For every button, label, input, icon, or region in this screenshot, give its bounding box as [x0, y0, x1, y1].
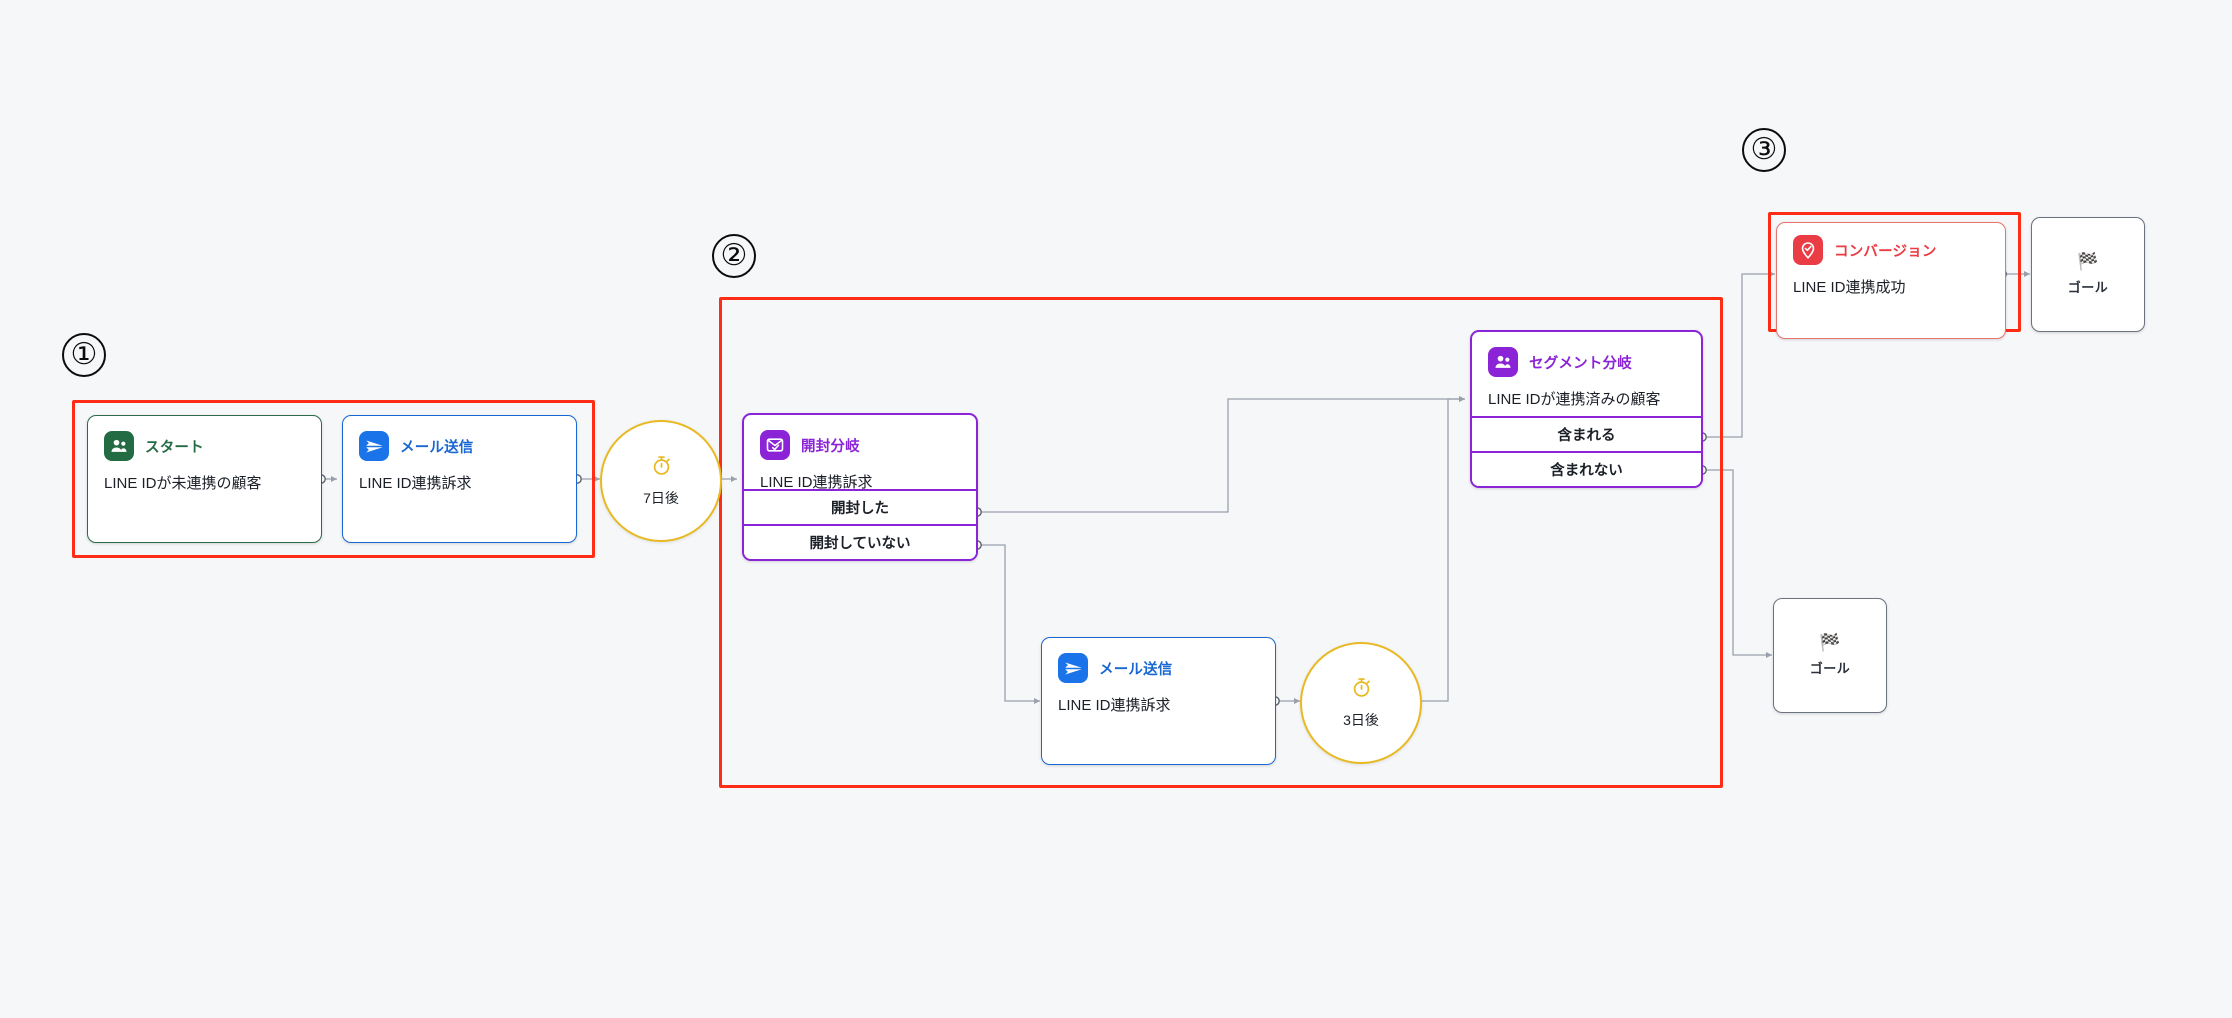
people-icon	[104, 431, 134, 461]
node-open-branch-type: 開封分岐	[801, 438, 860, 455]
node-mail-send-2-header: メール送信	[1042, 638, 1275, 683]
branch-option-not-included[interactable]: 含まれない	[1472, 451, 1701, 486]
branch-option-included[interactable]: 含まれる	[1472, 416, 1701, 451]
checkered-flag-icon: 🏁	[2077, 252, 2099, 271]
node-start-header: スタート	[88, 416, 321, 461]
node-timer-7days[interactable]: 7日後	[600, 420, 722, 542]
node-open-branch-header: 開封分岐	[744, 415, 976, 460]
annotation-number-3: ③	[1742, 128, 1786, 172]
node-segment-branch-type: セグメント分岐	[1529, 355, 1632, 372]
node-mail-send-2-type: メール送信	[1099, 661, 1173, 678]
node-conversion-type: コンバージョン	[1834, 243, 1937, 260]
node-start[interactable]: スタート LINE IDが未連携の顧客	[87, 415, 322, 543]
node-mail-send-1-header: メール送信	[343, 416, 576, 461]
node-start-description: LINE IDが未連携の顧客	[104, 475, 262, 492]
node-mail-send-2[interactable]: メール送信 LINE ID連携訴求	[1041, 637, 1276, 765]
node-conversion-description: LINE ID連携成功	[1793, 279, 1906, 296]
stopwatch-icon	[1350, 676, 1373, 704]
paper-plane-icon	[1058, 653, 1088, 683]
node-start-type: スタート	[145, 439, 204, 456]
location-pin-check-icon	[1793, 235, 1823, 265]
node-open-branch-description: LINE ID連携訴求	[760, 474, 873, 491]
node-timer-3days[interactable]: 3日後	[1300, 642, 1422, 764]
checkered-flag-icon: 🏁	[1819, 633, 1841, 652]
node-segment-branch-header: セグメント分岐	[1472, 332, 1701, 377]
annotation-box-1	[72, 400, 595, 558]
node-segment-branch-outputs: 含まれる 含まれない	[1472, 416, 1701, 486]
node-segment-branch[interactable]: セグメント分岐 LINE IDが連携済みの顧客 含まれる 含まれない	[1470, 330, 1703, 488]
annotation-number-1: ①	[62, 333, 106, 377]
node-conversion-header: コンバージョン	[1777, 223, 2005, 265]
annotation-box-2	[719, 297, 1723, 788]
node-timer-3days-label: 3日後	[1343, 712, 1379, 728]
branch-option-not-opened[interactable]: 開封していない	[744, 524, 976, 559]
people-icon	[1488, 347, 1518, 377]
mail-check-icon	[760, 430, 790, 460]
annotation-number-2: ②	[712, 234, 756, 278]
node-mail-send-1[interactable]: メール送信 LINE ID連携訴求	[342, 415, 577, 543]
node-mail-send-1-description: LINE ID連携訴求	[359, 475, 472, 492]
node-goal-1-label: ゴール	[2067, 280, 2109, 295]
node-open-branch[interactable]: 開封分岐 LINE ID連携訴求 開封した 開封していない	[742, 413, 978, 561]
branch-option-opened[interactable]: 開封した	[744, 489, 976, 524]
node-goal-1[interactable]: 🏁 ゴール	[2031, 217, 2145, 332]
paper-plane-icon	[359, 431, 389, 461]
node-mail-send-1-type: メール送信	[400, 439, 474, 456]
node-timer-7days-label: 7日後	[643, 490, 679, 506]
node-goal-2[interactable]: 🏁 ゴール	[1773, 598, 1887, 713]
node-conversion[interactable]: コンバージョン LINE ID連携成功	[1776, 222, 2006, 339]
node-open-branch-outputs: 開封した 開封していない	[744, 489, 976, 559]
node-segment-branch-description: LINE IDが連携済みの顧客	[1488, 391, 1661, 408]
node-mail-send-2-description: LINE ID連携訴求	[1058, 697, 1171, 714]
stopwatch-icon	[650, 454, 673, 482]
node-goal-2-label: ゴール	[1809, 661, 1851, 676]
